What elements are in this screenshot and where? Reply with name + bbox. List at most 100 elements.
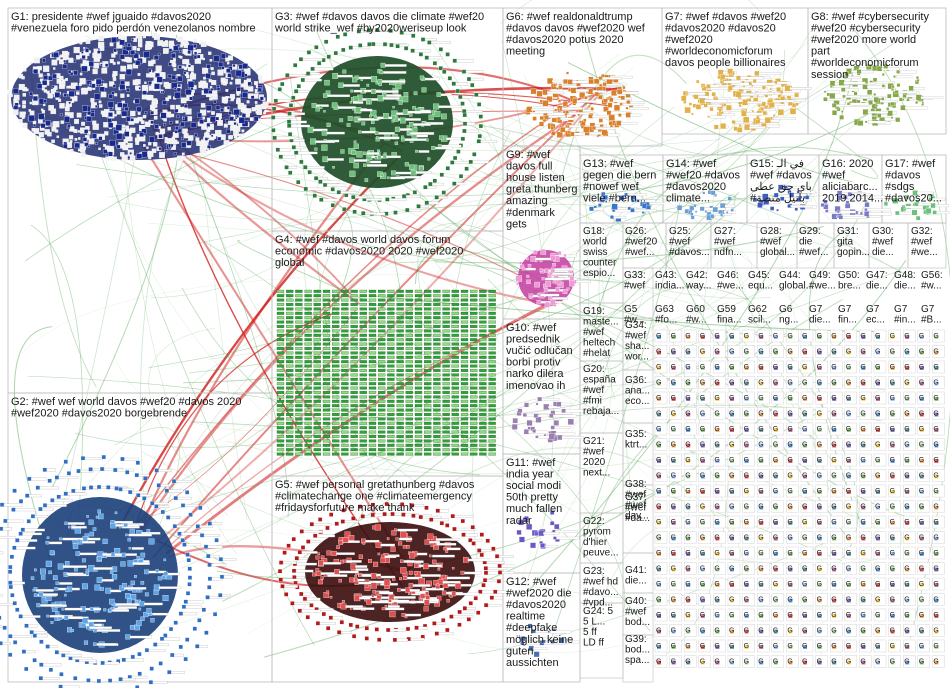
node-label <box>428 201 439 205</box>
node <box>359 364 367 368</box>
node-label <box>920 96 944 99</box>
node <box>616 120 622 126</box>
node-label <box>314 67 334 71</box>
node <box>405 377 413 381</box>
node <box>442 342 450 346</box>
node <box>258 78 264 84</box>
node <box>368 408 377 412</box>
node-label <box>530 106 554 109</box>
node <box>276 316 285 320</box>
node <box>322 391 331 394</box>
node <box>395 44 400 49</box>
node <box>896 83 901 88</box>
node <box>359 333 367 337</box>
node <box>276 338 285 342</box>
node <box>445 549 449 553</box>
node <box>452 181 457 186</box>
node <box>451 426 459 430</box>
node <box>589 206 594 212</box>
node <box>325 626 331 631</box>
node <box>85 39 91 44</box>
node-label <box>101 578 114 582</box>
tiny-group-label: G <box>744 473 749 480</box>
node <box>359 395 367 399</box>
node <box>38 113 45 120</box>
node <box>66 85 69 89</box>
node <box>296 179 301 185</box>
node <box>838 215 843 220</box>
node <box>526 523 533 530</box>
node <box>439 521 445 526</box>
node <box>451 448 459 452</box>
node <box>97 509 101 514</box>
node-label <box>353 89 368 93</box>
node <box>169 652 175 658</box>
node <box>451 369 459 372</box>
node <box>295 338 303 342</box>
node <box>553 536 557 540</box>
node <box>612 209 616 213</box>
tiny-group-label: G <box>773 333 778 340</box>
node <box>135 60 141 66</box>
node-label <box>355 195 368 199</box>
node <box>330 187 335 192</box>
node <box>424 342 432 346</box>
tiny-group-label: G <box>904 380 909 387</box>
node <box>322 156 329 163</box>
node <box>387 338 395 342</box>
node <box>461 69 467 74</box>
node <box>286 417 294 421</box>
node <box>200 41 207 47</box>
node <box>414 391 423 394</box>
node <box>725 211 729 214</box>
node <box>451 320 459 324</box>
node <box>433 426 441 430</box>
node-label <box>732 86 751 90</box>
node-label <box>276 136 295 140</box>
node-label <box>152 612 169 616</box>
node-label <box>380 575 396 579</box>
node <box>358 574 362 577</box>
node <box>276 294 285 298</box>
node-label <box>403 560 415 563</box>
edge-red <box>157 136 404 587</box>
node <box>470 82 475 88</box>
node <box>368 426 377 430</box>
node <box>127 156 131 160</box>
node <box>442 351 450 355</box>
node <box>795 102 799 107</box>
node-label <box>440 93 452 97</box>
node <box>108 93 114 99</box>
node <box>304 382 312 386</box>
node <box>371 76 378 83</box>
node <box>153 642 158 647</box>
node <box>295 382 303 386</box>
node <box>472 152 477 157</box>
node <box>137 651 142 657</box>
node <box>241 113 246 118</box>
node <box>368 373 377 377</box>
node <box>458 174 464 179</box>
node-label <box>54 499 73 502</box>
node <box>322 307 331 311</box>
node <box>276 439 285 443</box>
node <box>903 208 907 211</box>
node-label <box>365 539 380 543</box>
node <box>358 554 363 559</box>
node <box>173 45 179 51</box>
node <box>563 79 569 84</box>
node-label <box>850 102 870 106</box>
node <box>424 386 432 390</box>
node <box>350 391 358 394</box>
node-label <box>487 604 502 607</box>
tiny-group-label: G <box>714 395 719 402</box>
node-label <box>442 580 461 584</box>
node <box>414 448 423 452</box>
node-label <box>422 598 439 602</box>
node <box>286 294 294 298</box>
node <box>622 86 626 90</box>
node <box>442 347 450 350</box>
node <box>306 50 312 55</box>
node <box>40 123 46 129</box>
node <box>336 545 340 549</box>
